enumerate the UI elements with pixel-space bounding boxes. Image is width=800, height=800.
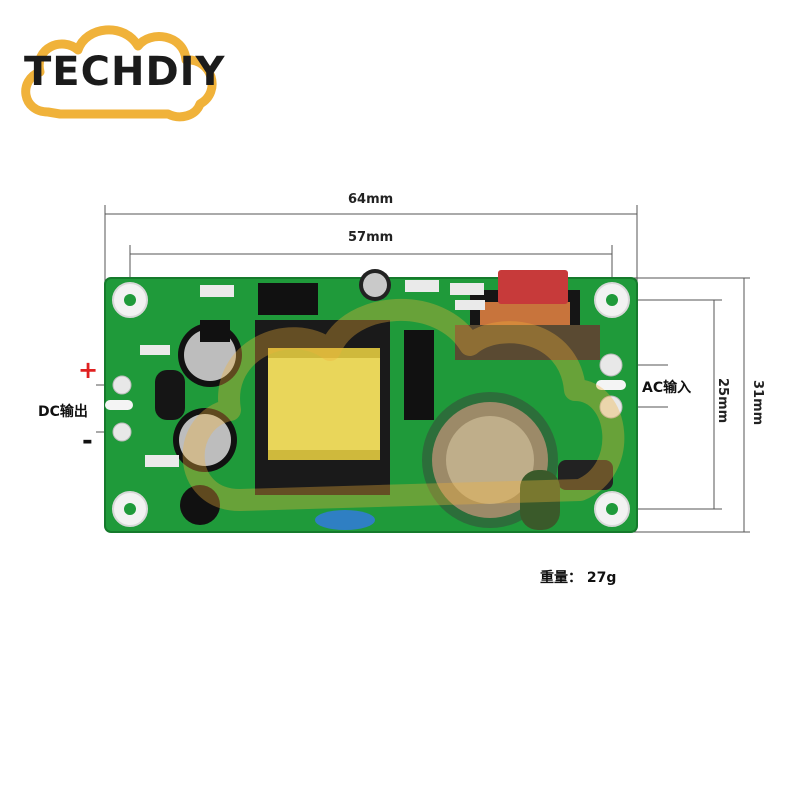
dimension-hole-spacing: 57mm: [348, 230, 394, 245]
dimension-overall-length: 64mm: [348, 192, 394, 207]
watermark-logo-icon: [182, 298, 625, 511]
weight-label: 重量： 27g: [540, 570, 617, 586]
negative-terminal-sign: -: [82, 426, 93, 456]
dimension-overall-width: 31mm: [750, 380, 765, 426]
ac-input-label: AC输入: [642, 380, 692, 396]
cloud-logo-icon: [21, 25, 217, 122]
brand-logo: TECHDIY: [0, 0, 240, 140]
dimension-hole-spacing-vertical: 25mm: [715, 378, 730, 424]
brand-name: TECHDIY: [24, 49, 226, 95]
dc-output-label: DC输出: [38, 404, 88, 420]
positive-terminal-sign: +: [78, 356, 99, 384]
pcb-board: [104, 269, 638, 533]
